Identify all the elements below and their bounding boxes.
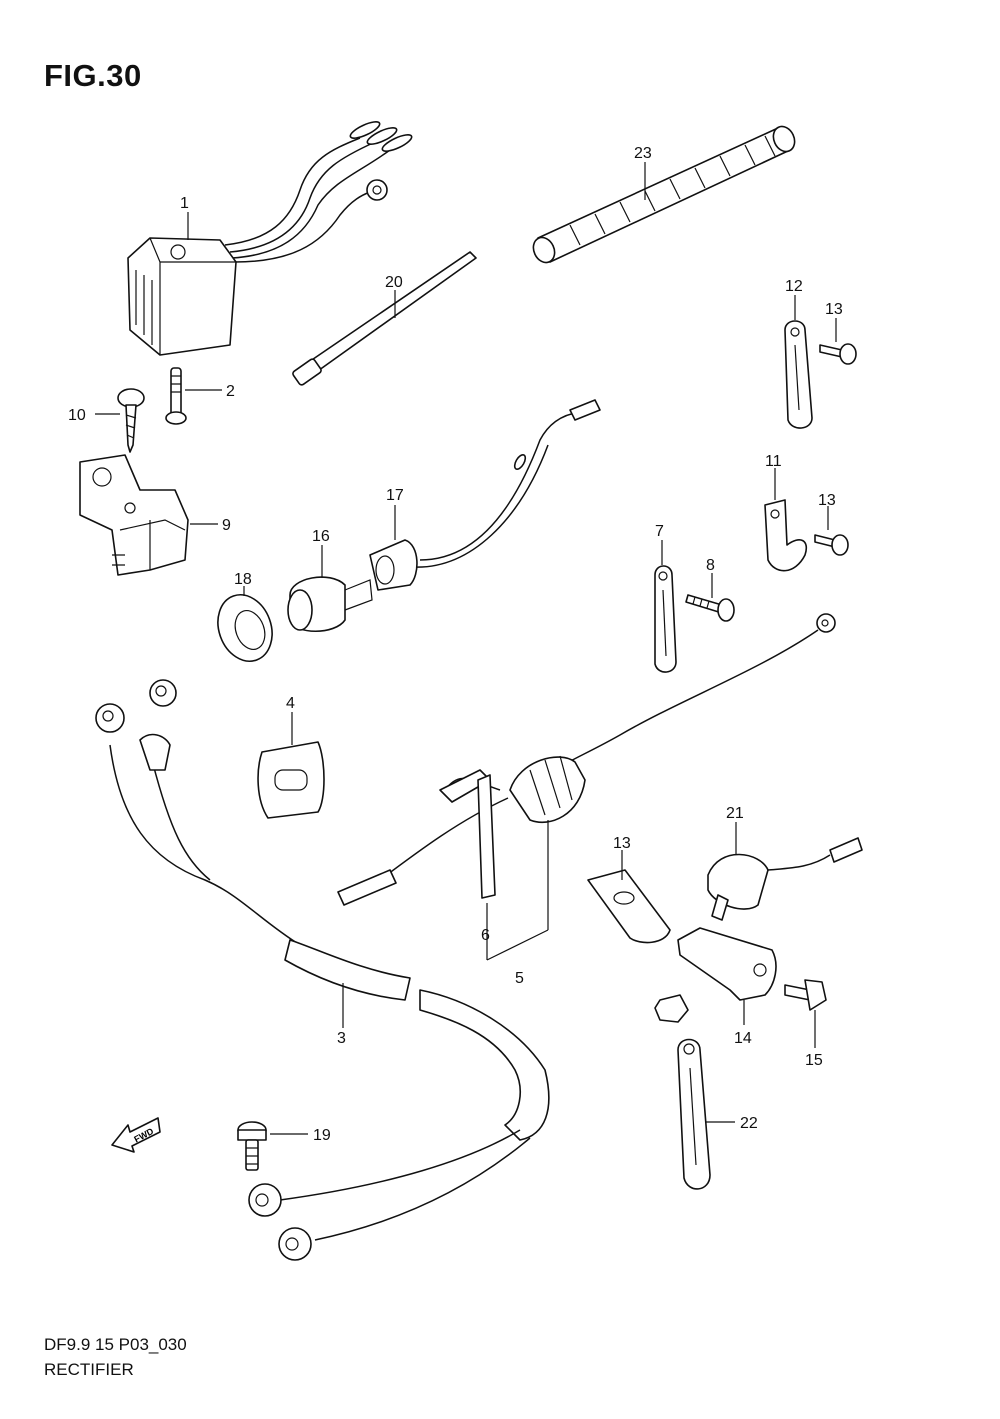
clamp-part-7[interactable] bbox=[654, 565, 677, 673]
callout-6: 6 bbox=[481, 927, 490, 944]
tapping-screw-part[interactable] bbox=[117, 388, 145, 453]
callout-24: 23 bbox=[634, 145, 652, 162]
clamp-part-11[interactable] bbox=[764, 499, 807, 572]
bolt-part-16[interactable] bbox=[784, 979, 827, 1011]
clamp-part-12[interactable] bbox=[784, 320, 813, 429]
figure-title: FIG.30 bbox=[44, 58, 142, 93]
callout-19: 18 bbox=[234, 571, 252, 588]
clamp-part-23[interactable] bbox=[677, 1038, 711, 1190]
callout-14: 13 bbox=[613, 835, 631, 852]
bracket-part[interactable] bbox=[654, 927, 777, 1023]
harness-part[interactable] bbox=[95, 679, 550, 1261]
nut-ring-part[interactable] bbox=[209, 587, 281, 669]
callout-20: 19 bbox=[313, 1127, 331, 1144]
cable-tie-part[interactable] bbox=[292, 251, 477, 386]
callout-10: 10 bbox=[68, 407, 86, 424]
bolt-part-13b[interactable] bbox=[814, 534, 849, 556]
bolt-part-8[interactable] bbox=[685, 594, 735, 622]
grommet-lead-part[interactable] bbox=[287, 399, 601, 632]
callout-17: 16 bbox=[312, 528, 330, 545]
pin-part[interactable] bbox=[165, 367, 187, 425]
callout-5: 5 bbox=[515, 970, 524, 987]
callout-13b: 13 bbox=[818, 492, 836, 509]
callout-9: 9 bbox=[222, 517, 231, 534]
callout-11: 11 bbox=[765, 453, 782, 470]
cord-part[interactable] bbox=[337, 613, 836, 906]
grommet-part[interactable] bbox=[257, 741, 325, 819]
callout-16: 15 bbox=[805, 1052, 823, 1069]
bolt-part-13a[interactable] bbox=[819, 343, 857, 365]
callout-18: 17 bbox=[386, 487, 404, 504]
footer-section-name: RECTIFIER bbox=[44, 1360, 134, 1379]
callout-4: 4 bbox=[286, 695, 295, 712]
callout-21: 20 bbox=[385, 274, 403, 291]
callout-8: 8 bbox=[706, 557, 715, 574]
switch-part[interactable] bbox=[707, 837, 863, 921]
spiral-tube-part[interactable] bbox=[529, 123, 798, 266]
callout-3: 3 bbox=[337, 1030, 346, 1047]
callout-12: 12 bbox=[785, 278, 803, 295]
plate-part[interactable] bbox=[587, 869, 671, 944]
callout-22: 21 bbox=[726, 805, 744, 822]
callout-7: 7 bbox=[655, 523, 664, 540]
forward-arrow-icon: FWD bbox=[111, 1117, 161, 1153]
callout-15: 14 bbox=[734, 1030, 752, 1047]
rectifier-holder-part[interactable] bbox=[79, 454, 189, 576]
bolt-part-20[interactable] bbox=[237, 1121, 267, 1171]
callout-13a: 13 bbox=[825, 301, 843, 318]
rectifier-part[interactable] bbox=[127, 119, 414, 356]
footer-model-code: DF9.9 15 P03_030 bbox=[44, 1335, 187, 1354]
callout-2: 2 bbox=[226, 383, 235, 400]
callout-1: 1 bbox=[180, 195, 189, 212]
callout-23: 22 bbox=[740, 1115, 758, 1132]
